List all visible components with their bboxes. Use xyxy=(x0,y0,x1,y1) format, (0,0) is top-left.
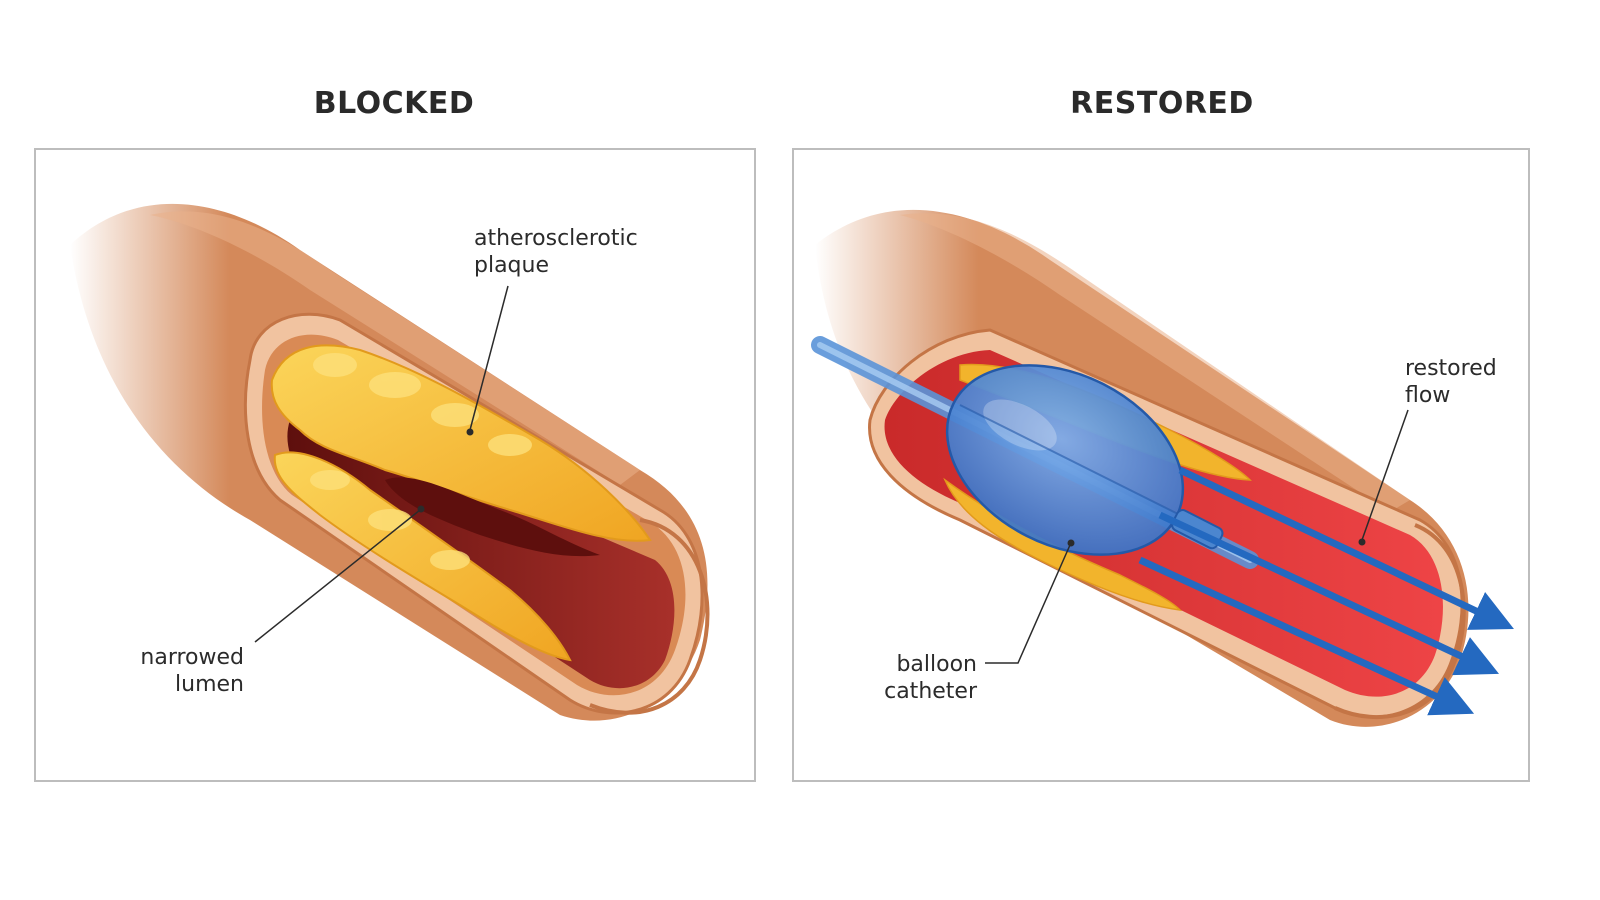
restored-vessel xyxy=(811,209,1469,727)
flow-arrow-2 xyxy=(1158,511,1500,676)
lumen-label-line2: lumen xyxy=(175,672,244,697)
plaque-label-line2: plaque xyxy=(474,253,549,278)
flow-arrows xyxy=(1138,466,1514,716)
lumen-label-line1: narrowed xyxy=(140,645,244,670)
balloon-leader-line xyxy=(985,544,1071,664)
flow-leader-line xyxy=(1361,409,1409,541)
restored-title: RESTORED xyxy=(1070,86,1254,121)
flow-arrow-3 xyxy=(1138,556,1475,716)
balloon-leader-dot xyxy=(1067,539,1075,547)
blocked-vessel xyxy=(70,203,710,721)
plaque-label-line1: atherosclerotic xyxy=(474,226,638,251)
flow-label-line2: flow xyxy=(1405,383,1450,408)
flow-label-line1: restored xyxy=(1405,356,1497,381)
plaque-leader-dot xyxy=(466,428,474,436)
plaque-leader-line xyxy=(469,285,509,431)
blocked-title: BLOCKED xyxy=(313,86,475,121)
balloon-label-line2: catheter xyxy=(884,679,978,704)
balloon-label-line1: balloon xyxy=(896,652,977,677)
lumen-leader-dot xyxy=(417,505,425,513)
flow-arrow-1 xyxy=(1178,466,1514,630)
lumen-leader-line xyxy=(254,509,421,643)
flow-leader-dot xyxy=(1358,538,1366,546)
